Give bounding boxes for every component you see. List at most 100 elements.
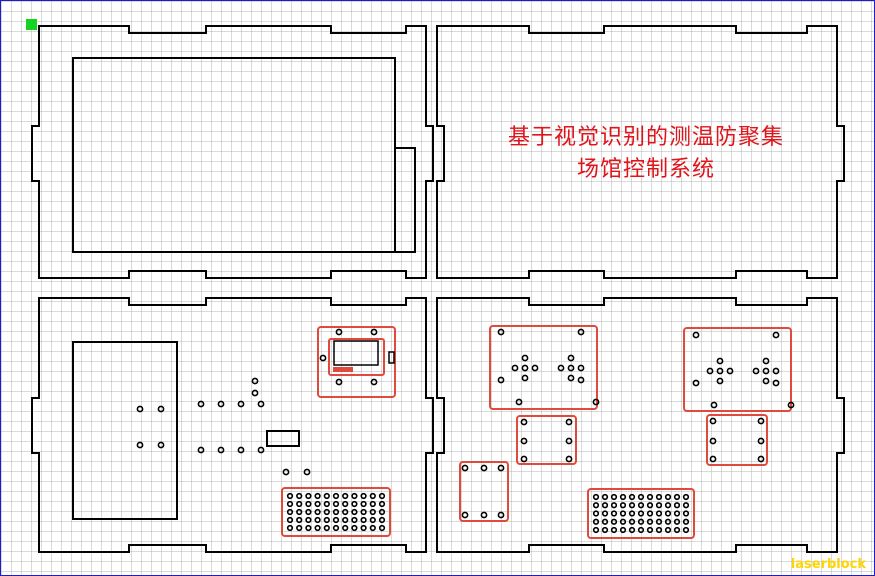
board-mount-hole[interactable] [716, 377, 724, 385]
module-hole[interactable] [497, 511, 505, 519]
module-hole[interactable] [461, 511, 469, 519]
speaker-hole[interactable] [646, 510, 654, 517]
title-line-2[interactable]: 场馆控制系统 [576, 157, 715, 182]
speaker-hole[interactable] [332, 516, 340, 524]
speaker-hole[interactable] [351, 492, 358, 500]
board-mount-hole[interactable] [497, 376, 505, 384]
lcd-module-outline[interactable] [317, 326, 396, 398]
speaker-hole[interactable] [351, 500, 358, 508]
panel-hole[interactable] [257, 400, 265, 408]
speaker-hole[interactable] [682, 518, 690, 525]
speaker-hole[interactable] [610, 502, 618, 509]
speaker-hole[interactable] [601, 502, 609, 509]
board-mount-hole[interactable] [592, 398, 600, 406]
speaker-hole[interactable] [610, 526, 618, 534]
speaker-hole[interactable] [610, 510, 618, 517]
speaker-hole[interactable] [305, 492, 312, 500]
panel-hole[interactable] [136, 441, 144, 449]
speaker-hole[interactable] [637, 526, 645, 534]
speaker-hole[interactable] [286, 508, 294, 516]
speaker-hole[interactable] [637, 510, 645, 517]
speaker-hole[interactable] [314, 516, 321, 524]
speaker-hole[interactable] [601, 493, 609, 501]
speaker-hole[interactable] [332, 500, 340, 508]
speaker-hole[interactable] [323, 492, 330, 500]
speaker-hole[interactable] [351, 524, 358, 532]
speaker-hole[interactable] [369, 508, 376, 516]
speaker-hole[interactable] [646, 518, 654, 525]
board-mount-hole[interactable] [557, 364, 565, 372]
speaker-grille-left-outline[interactable] [281, 487, 391, 537]
module-hole[interactable] [520, 418, 528, 426]
module-hole[interactable] [480, 464, 488, 472]
speaker-hole[interactable] [601, 518, 609, 525]
speaker-hole[interactable] [378, 500, 386, 508]
board-mount-hole[interactable] [521, 364, 529, 372]
panel-bottom-left-outline[interactable] [31, 297, 434, 553]
board-mount-hole[interactable] [762, 357, 770, 365]
module-hole[interactable] [480, 511, 488, 519]
board-mount-hole[interactable] [577, 376, 585, 384]
board-mount-hole[interactable] [787, 401, 795, 409]
speaker-hole[interactable] [286, 516, 294, 524]
module-d-outline[interactable] [706, 414, 768, 466]
module-hole[interactable] [709, 455, 717, 463]
speaker-hole[interactable] [305, 508, 312, 516]
speaker-hole[interactable] [673, 493, 681, 501]
speaker-hole[interactable] [664, 518, 672, 525]
board-mount-hole[interactable] [497, 328, 505, 336]
speaker-hole[interactable] [342, 524, 349, 532]
speaker-hole[interactable] [323, 524, 330, 532]
speaker-hole[interactable] [323, 516, 330, 524]
speaker-hole[interactable] [342, 500, 349, 508]
board-mount-hole[interactable] [577, 328, 585, 336]
speaker-hole[interactable] [351, 508, 358, 516]
speaker-hole[interactable] [592, 518, 600, 525]
speaker-hole[interactable] [664, 510, 672, 517]
panel-bottom-right-outline[interactable] [436, 297, 845, 553]
lcd-screen-cutout[interactable] [333, 340, 379, 366]
speaker-hole[interactable] [314, 500, 321, 508]
speaker-hole[interactable] [342, 492, 349, 500]
speaker-hole[interactable] [592, 493, 600, 501]
board-a-outline[interactable] [489, 325, 598, 410]
board-mount-hole[interactable] [521, 374, 529, 382]
module-hole[interactable] [757, 437, 765, 445]
panel-hole[interactable] [197, 400, 205, 408]
panel-hole[interactable] [157, 405, 165, 413]
speaker-hole[interactable] [619, 510, 627, 517]
speaker-hole[interactable] [682, 526, 690, 534]
panel-bottom-left-slot[interactable] [266, 430, 300, 447]
speaker-hole[interactable] [619, 493, 627, 501]
speaker-hole[interactable] [332, 524, 340, 532]
speaker-hole[interactable] [332, 492, 340, 500]
speaker-hole[interactable] [314, 508, 321, 516]
board-mount-hole[interactable] [531, 364, 539, 372]
board-mount-hole[interactable] [692, 379, 700, 387]
speaker-hole[interactable] [637, 493, 645, 501]
module-hole[interactable] [757, 417, 765, 425]
module-e-outline[interactable] [459, 461, 509, 522]
board-mount-hole[interactable] [710, 401, 718, 409]
module-hole[interactable] [497, 464, 505, 472]
speaker-hole[interactable] [286, 492, 294, 500]
speaker-hole[interactable] [628, 518, 636, 525]
board-mount-hole[interactable] [772, 367, 780, 375]
panel-hole[interactable] [217, 446, 225, 454]
speaker-hole[interactable] [332, 508, 340, 516]
panel-hole[interactable] [282, 468, 290, 476]
speaker-hole[interactable] [628, 502, 636, 509]
speaker-hole[interactable] [592, 526, 600, 534]
panel-hole[interactable] [251, 377, 259, 385]
speaker-hole[interactable] [314, 524, 321, 532]
module-hole[interactable] [565, 418, 573, 426]
module-c-outline[interactable] [516, 415, 577, 465]
origin-marker[interactable] [26, 19, 37, 30]
speaker-hole[interactable] [360, 516, 367, 524]
speaker-hole[interactable] [673, 518, 681, 525]
panel-top-left-window[interactable] [72, 57, 396, 253]
board-mount-hole[interactable] [515, 398, 523, 406]
board-mount-hole[interactable] [692, 331, 700, 339]
speaker-hole[interactable] [592, 510, 600, 517]
